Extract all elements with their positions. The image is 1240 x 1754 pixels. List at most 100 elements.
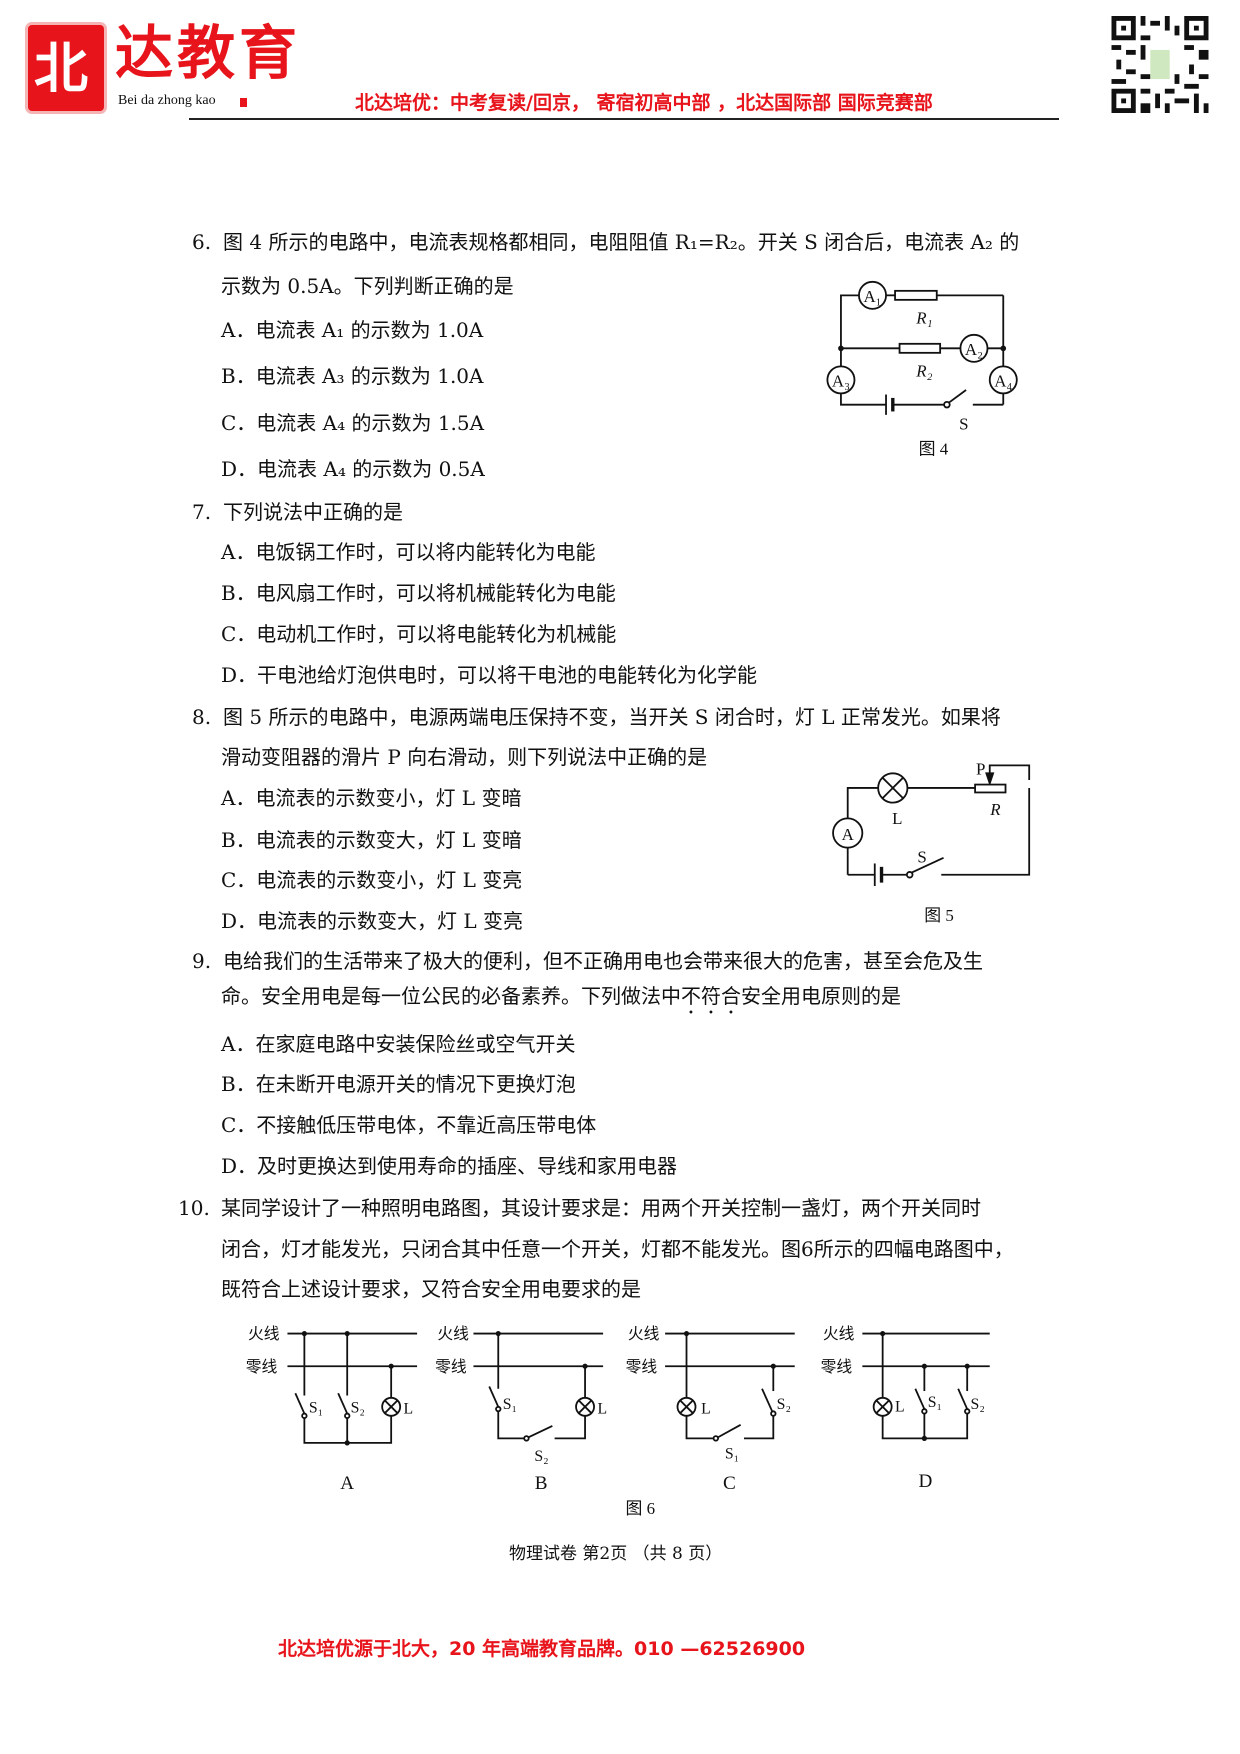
q7-option-b: B．电风扇工作时，可以将机械能转化为电能 <box>221 581 616 605</box>
logo-subtitle: Bei da zhong kao <box>118 93 216 108</box>
q9-option-a: A．在家庭电路中安装保险丝或空气开关 <box>221 1032 576 1056</box>
label-l: L <box>892 809 902 828</box>
label-s1: S₁ <box>503 1396 517 1413</box>
q7-option-c: C．电动机工作时，可以将电能转化为机械能 <box>221 622 617 646</box>
label-s2: S₂ <box>351 1399 365 1416</box>
label-a: A <box>842 825 855 844</box>
label-l: L <box>597 1401 607 1418</box>
resistor-r2 <box>898 342 942 354</box>
q10-stem-line3: 既符合上述设计要求，又符合安全用电要求的是 <box>221 1277 641 1301</box>
lamp-l <box>381 1396 402 1417</box>
slider-p-arrow <box>985 772 995 787</box>
ammeter-a4 <box>988 365 1018 395</box>
figure-4-circuit: A₁ A₂ A₃ A₄ R₁ R₂ S 图 4 <box>826 280 1018 458</box>
q6-number: 6. <box>192 230 212 254</box>
label-l: L <box>404 1401 414 1418</box>
label-a4: A₄ <box>994 372 1012 391</box>
label-live-wire: 火线 <box>628 1325 660 1343</box>
label-s1: S₁ <box>928 1394 942 1411</box>
q6-option-b: B．电流表 A₃ 的示数为 1.0A <box>221 364 484 388</box>
q7-stem: 下列说法中正确的是 <box>223 500 403 524</box>
panel-label-a: A <box>340 1473 354 1494</box>
switch-s-blade <box>911 857 944 874</box>
q9-option-c: C．不接触低压带电体，不靠近高压带电体 <box>221 1113 597 1137</box>
panel-label-c: C <box>723 1473 736 1494</box>
switch-pivot <box>905 871 914 879</box>
q6-option-a: A．电流表 A₁ 的示数为 1.0A <box>221 318 484 342</box>
label-s: S <box>917 847 926 866</box>
q9-stem-line2: 命。安全用电是每一位公民的必备素养。下列做法中不符合安全用电原则的是 <box>221 983 901 1019</box>
q10-stem-line2: 闭合，灯才能发光，只闭合其中任意一个开关，灯都不能发光。图6所示的四幅电路图中， <box>221 1237 1014 1261</box>
q7-option-d: D．干电池给灯泡供电时，可以将干电池的电能转化为化学能 <box>221 663 758 687</box>
lamp-l <box>575 1396 595 1417</box>
q9-stem-line1: 电给我们的生活带来了极大的便利，但不正确用电也会带来很大的危害，甚至会危及生 <box>223 949 983 973</box>
figure-6: 火线 零线 火线 零线 火线 零线 火线 零线 S₁ S₂ L S₁ L S₂ … <box>246 1325 990 1518</box>
lamp-l <box>872 1396 893 1417</box>
page-number: 物理试卷 第2页 （共 8 页） <box>509 1544 723 1564</box>
label-s2: S₂ <box>777 1396 791 1413</box>
q8-option-a: A．电流表的示数变小，灯 L 变暗 <box>221 786 522 810</box>
q8-stem-line1: 图 5 所示的电路中，电源两端电压保持不变，当开关 S 闭合时，灯 L 正常发光… <box>223 705 1001 729</box>
ammeter-a <box>832 817 864 849</box>
switch-pivot <box>943 400 951 409</box>
figure-6-panel-b <box>473 1330 604 1442</box>
figure-5-circuit: A L P R S 图 5 <box>832 759 1031 925</box>
q8-option-c: C．电流表的示数变小，灯 L 变亮 <box>221 868 523 892</box>
label-live-wire: 火线 <box>823 1325 855 1343</box>
resistor-r1 <box>894 289 938 301</box>
figure-6-panel-d <box>862 1330 990 1441</box>
q6-stem-line1: 图 4 所示的电路中，电流表规格都相同，电阻阻值 R₁=R₂。开关 S 闭合后，… <box>223 230 1020 254</box>
label-s1: S₁ <box>309 1399 323 1416</box>
label-s2: S₂ <box>534 1448 548 1465</box>
q6-option-d: D．电流表 A₄ 的示数为 0.5A <box>221 457 485 481</box>
label-live-wire: 火线 <box>437 1325 469 1343</box>
ammeter-a1 <box>858 280 887 310</box>
label-r2: R₂ <box>915 362 932 381</box>
q9-option-b: B．在未断开电源开关的情况下更换灯泡 <box>221 1072 576 1096</box>
label-l: L <box>895 1398 905 1415</box>
label-neutral-wire: 零线 <box>821 1358 853 1376</box>
panel-label-b: B <box>535 1473 548 1494</box>
ammeter-a2 <box>959 333 989 363</box>
label-s2: S₂ <box>971 1396 985 1413</box>
q9-stem-line2-post: 安全用电原则的是 <box>741 984 901 1008</box>
junction-dot <box>838 345 844 352</box>
q10-number: 10. <box>178 1196 210 1220</box>
q7-option-a: A．电饭锅工作时，可以将内能转化为电能 <box>221 540 596 564</box>
figure-6-caption: 图 6 <box>626 1499 656 1518</box>
label-a1: A₁ <box>863 287 881 306</box>
q9-stem-line2-pre: 命。安全用电是每一位公民的必备素养。下列做法中 <box>221 984 681 1008</box>
logo-square <box>240 98 247 107</box>
label-s1: S₁ <box>725 1446 739 1463</box>
label-live-wire: 火线 <box>248 1325 280 1343</box>
figure-5-caption: 图 5 <box>924 906 954 925</box>
switch-s-blade <box>948 389 967 404</box>
label-r1: R₁ <box>915 309 932 328</box>
q9-option-d: D．及时更换达到使用寿命的插座、导线和家用电器 <box>221 1154 678 1178</box>
label-neutral-wire: 零线 <box>626 1358 658 1376</box>
q8-option-d: D．电流表的示数变大，灯 L 变亮 <box>221 909 524 933</box>
logo-text: 达教育 <box>115 19 302 87</box>
q8-option-b: B．电流表的示数变大，灯 L 变暗 <box>221 828 522 852</box>
footer-ad: 北达培优源于北大，20 年高端教育品牌。010 —62526900 <box>278 1638 806 1660</box>
logo-mark: 北 <box>28 25 104 111</box>
lamp-l <box>676 1396 697 1417</box>
label-l: L <box>701 1401 711 1418</box>
q6-stem-line2: 示数为 0.5A。下列判断正确的是 <box>221 274 514 298</box>
ammeter-a3 <box>826 365 856 395</box>
lamp-l <box>877 772 909 804</box>
label-a2: A₂ <box>965 340 983 359</box>
logo-char: 北 <box>34 36 88 100</box>
q9-number: 9. <box>192 949 212 973</box>
q8-number: 8. <box>192 705 212 729</box>
rheostat-r <box>974 783 1007 794</box>
header-slogan: 北达培优：中考复读/回京， 寄宿初高中部 ，北达国际部 国际竞赛部 <box>355 92 933 114</box>
label-s: S <box>959 414 968 433</box>
label-neutral-wire: 零线 <box>435 1358 467 1376</box>
figure-6-panel-a <box>287 1330 418 1446</box>
label-neutral-wire: 零线 <box>246 1358 278 1376</box>
figure-4-caption: 图 4 <box>919 439 949 458</box>
q10-stem-line1: 某同学设计了一种照明电路图，其设计要求是：用两个开关控制一盏灯，两个开关同时 <box>221 1196 981 1220</box>
label-r: R <box>989 800 1001 819</box>
